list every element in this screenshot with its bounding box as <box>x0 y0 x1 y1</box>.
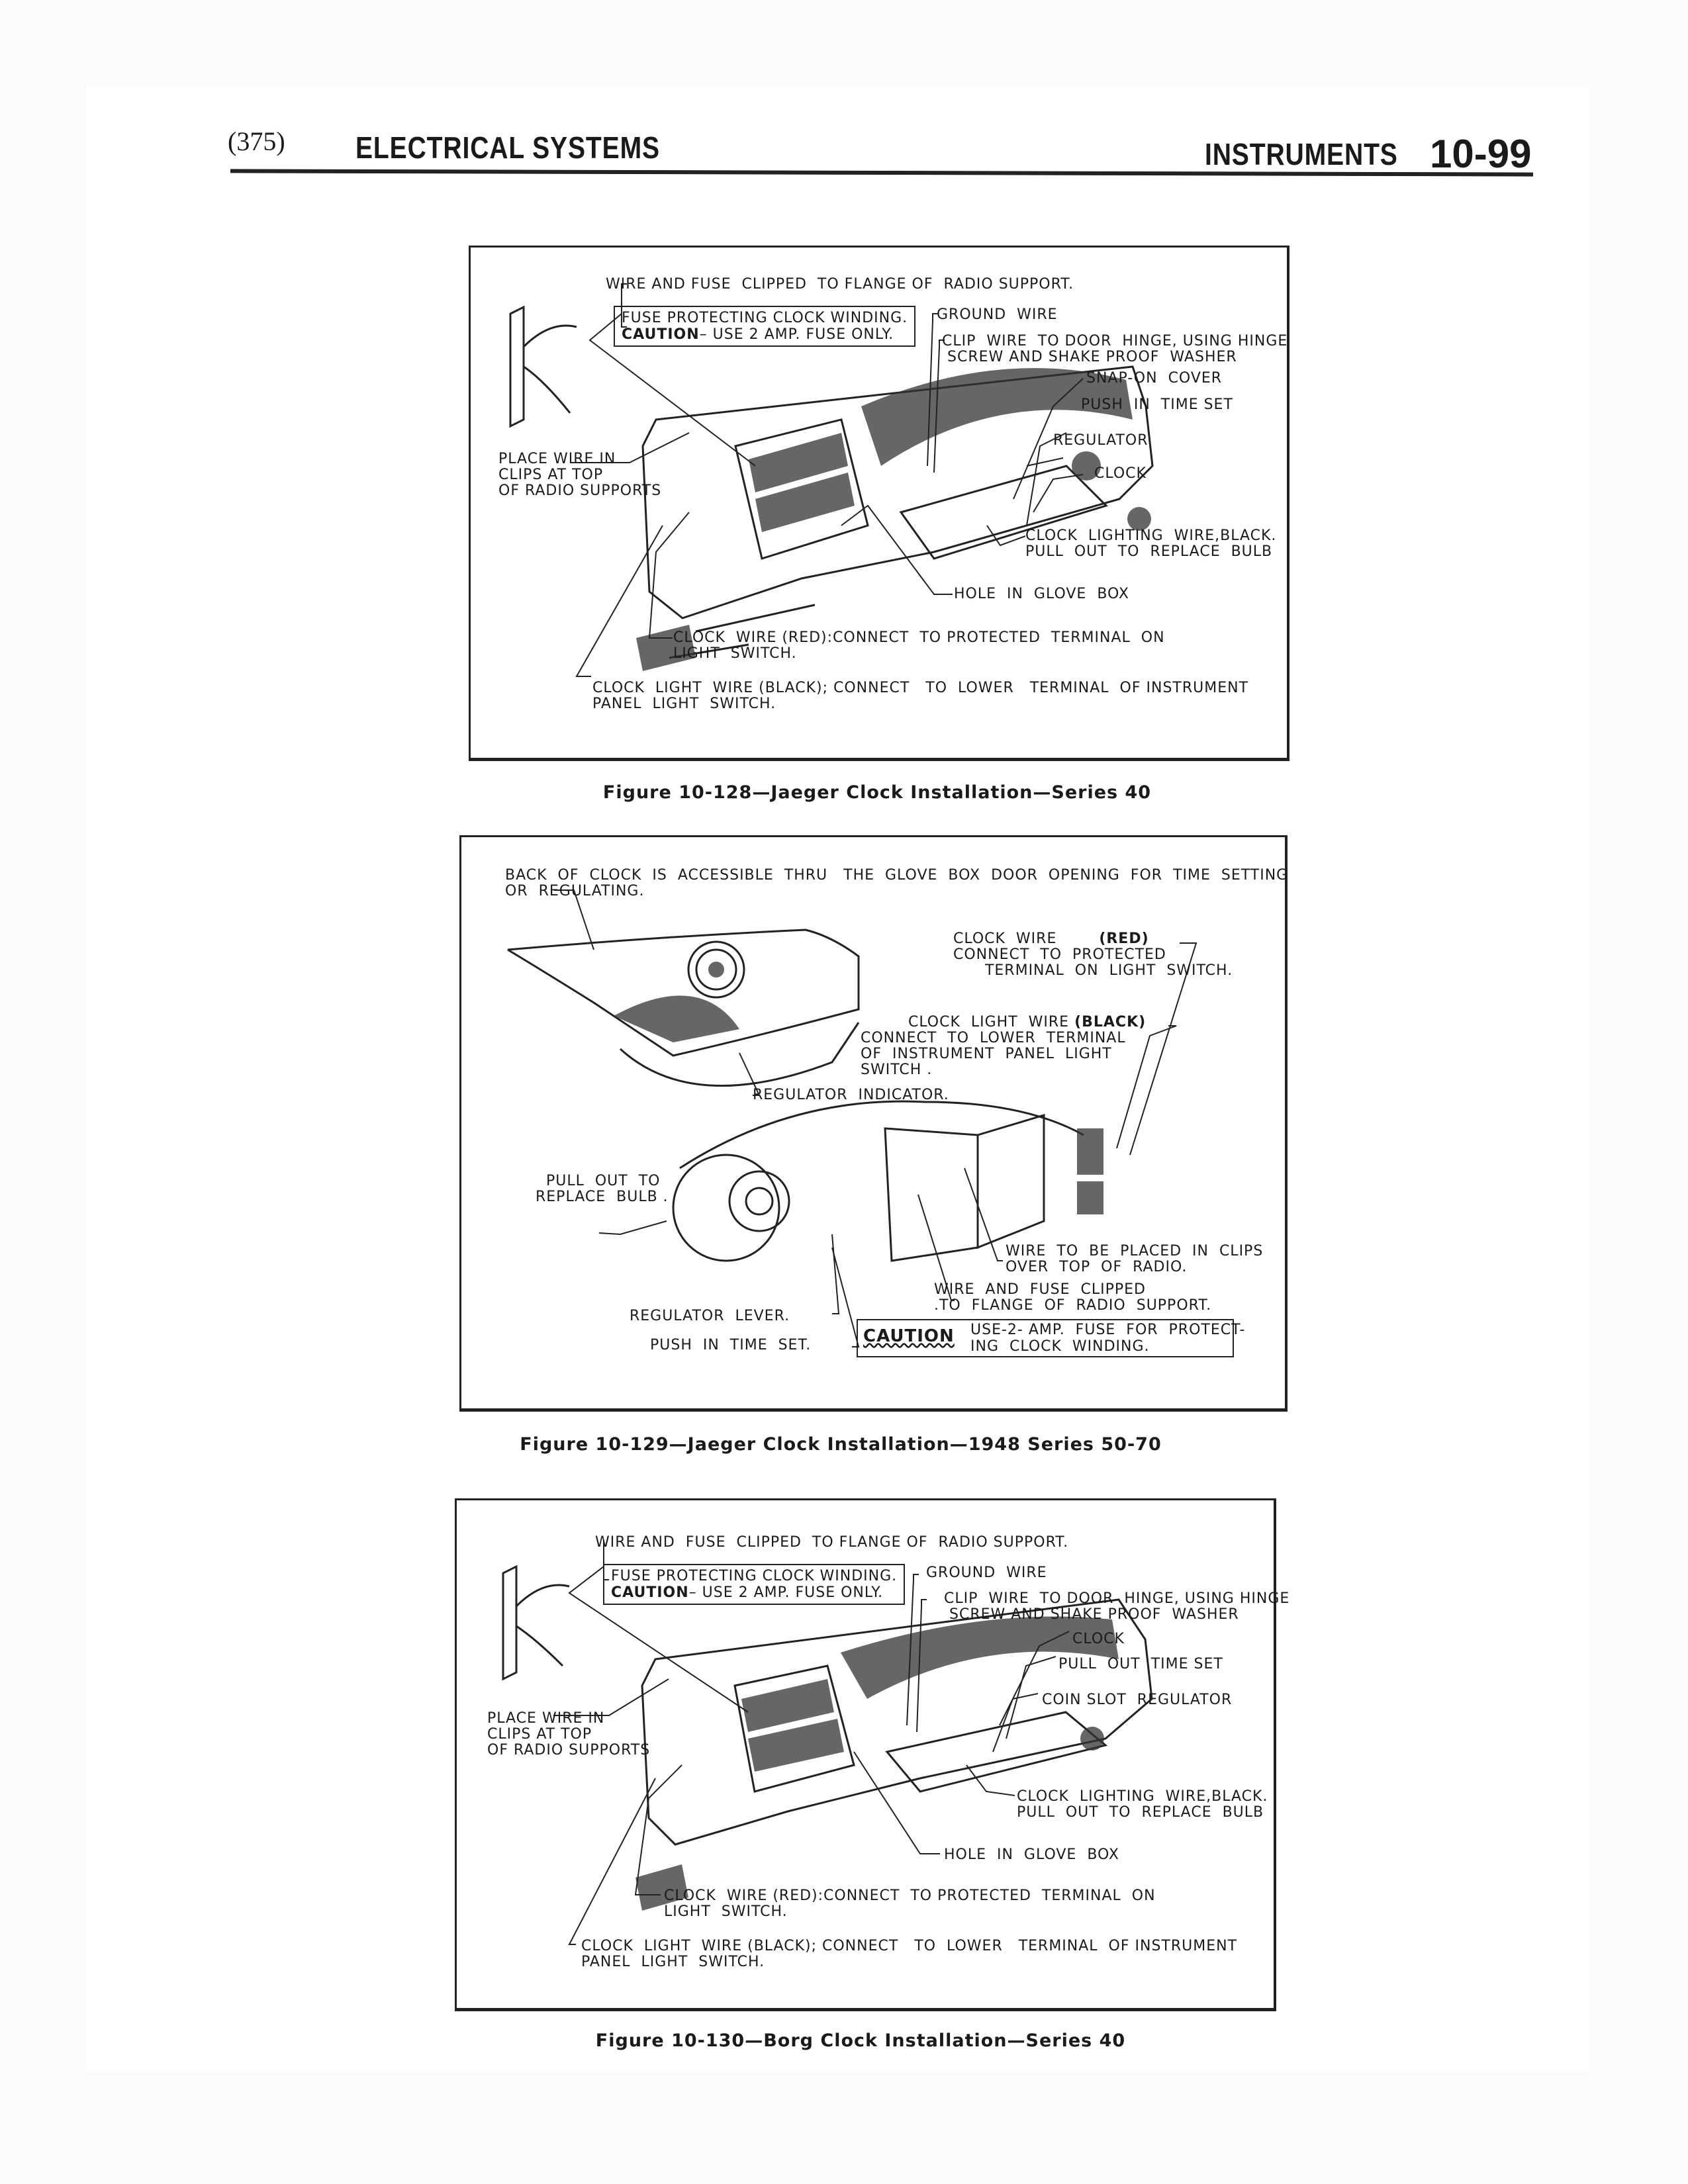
subsection-title: INSTRUMENTS <box>1205 137 1398 171</box>
page-code: 10-99 <box>1430 132 1532 176</box>
label-regulator-lever: REGULATOR LEVER. <box>630 1308 790 1324</box>
fuse-box-line1: FUSE PROTECTING CLOCK WINDING. <box>611 1568 898 1584</box>
dashboard-illustration <box>502 1540 1153 1945</box>
fuse-box-line1: FUSE PROTECTING CLOCK WINDING. <box>622 310 908 326</box>
label-clock-lighting-wire: CLOCK LIGHTING WIRE,BLACK. PULL OUT TO R… <box>1017 1788 1268 1821</box>
clock-wire-body: CONNECT TO PROTECTED TERMINAL ON LIGHT S… <box>953 946 1233 979</box>
fuse-box-caution: CAUTION <box>622 326 700 343</box>
clock-light-wire-color: (BLACK) <box>1074 1014 1147 1030</box>
caution-label: CAUTION <box>863 1326 955 1346</box>
label-wire-fuse: WIRE AND FUSE CLIPPED .TO FLANGE OF RADI… <box>934 1281 1212 1314</box>
label-clip-wire: CLIP WIRE TO DOOR HINGE, USING HINGE SCR… <box>944 1590 1290 1623</box>
dashboard-illustration <box>507 889 1197 1347</box>
label-clock: CLOCK <box>1072 1631 1125 1647</box>
label-clock-wire-red: CLOCK WIRE (RED):CONNECT TO PROTECTED TE… <box>664 1888 1156 1920</box>
page-number: (375) <box>228 126 285 156</box>
figure-10-128: WIRE AND FUSE CLIPPED TO FLANGE OF RADIO… <box>469 246 1289 761</box>
label-hole-glove-box: HOLE IN GLOVE BOX <box>954 586 1130 602</box>
label-coin-slot-regulator: COIN SLOT REGULATOR <box>1042 1692 1233 1708</box>
label-push-in-time-set: PUSH IN TIME SET. <box>650 1337 812 1353</box>
figure-caption: Figure 10-128—Jaeger Clock Installation—… <box>602 782 1152 803</box>
fuse-caution-box: FUSE PROTECTING CLOCK WINDING.CAUTION– U… <box>603 1564 906 1605</box>
label-wire-fuse: WIRE AND FUSE CLIPPED TO FLANGE OF RADIO… <box>595 1534 1069 1551</box>
label-clip-wire: CLIP WIRE TO DOOR HINGE, USING HINGE SCR… <box>942 333 1288 365</box>
label-clock-light-wire-black: CLOCK LIGHT WIRE (BLACK); CONNECT TO LOW… <box>581 1938 1238 1970</box>
label-clock-light-wire-black: CLOCK LIGHT WIRE (BLACK); CONNECT TO LOW… <box>592 680 1249 712</box>
figure-caption: Figure 10-129—Jaeger Clock Installation—… <box>520 1434 1162 1455</box>
fuse-box-caution: CAUTION <box>611 1584 689 1601</box>
label-pull-out-time-set: PULL OUT TIME SET <box>1058 1656 1223 1672</box>
label-place-wire: PLACE WIRE IN CLIPS AT TOP OF RADIO SUPP… <box>498 451 662 499</box>
label-clock-wire-red: CLOCK WIRE (RED):CONNECT TO PROTECTED TE… <box>673 629 1165 662</box>
label-ground-wire: GROUND WIRE <box>926 1565 1047 1581</box>
clock-light-wire-title: CLOCK LIGHT WIRE <box>908 1014 1075 1030</box>
label-clock-wire-red: CLOCK WIRE (RED)CONNECT TO PROTECTED TER… <box>953 931 1233 979</box>
fuse-box-line2: – USE 2 AMP. FUSE ONLY. <box>699 326 894 343</box>
label-ground-wire: GROUND WIRE <box>937 306 1058 323</box>
figure-10-130: WIRE AND FUSE CLIPPED TO FLANGE OF RADIO… <box>455 1498 1289 2011</box>
caution-box: CAUTION USE-2- AMP. FUSE FOR PROTECT- IN… <box>857 1319 1244 1357</box>
label-clock-lighting-wire: CLOCK LIGHTING WIRE,BLACK. PULL OUT TO R… <box>1025 527 1277 560</box>
clock-wire-color: (RED) <box>1099 931 1149 947</box>
section-title: ELECTRICAL SYSTEMS <box>355 130 660 165</box>
dashboard-illustration <box>509 283 1154 677</box>
fuse-box-line2: – USE 2 AMP. FUSE ONLY. <box>688 1584 884 1601</box>
figure-caption: Figure 10-130—Borg Clock Installation—Se… <box>595 2030 1126 2051</box>
label-wire-fuse: WIRE AND FUSE CLIPPED TO FLANGE OF RADIO… <box>606 276 1074 293</box>
label-regulator-indicator: REGULATOR INDICATOR. <box>753 1087 949 1103</box>
clock-wire-title: CLOCK WIRE <box>953 931 1068 947</box>
caution-text: USE-2- AMP. FUSE FOR PROTECT- ING CLOCK … <box>970 1322 1246 1355</box>
label-hole-glove-box: HOLE IN GLOVE BOX <box>944 1846 1120 1863</box>
label-push-in-time-set: PUSH IN TIME SET <box>1081 396 1233 413</box>
label-back-of-clock: BACK OF CLOCK IS ACCESSIBLE THRU THE GLO… <box>505 867 1289 899</box>
label-snap-on-cover: SNAP-ON COVER <box>1086 370 1223 387</box>
label-place-wire: PLACE WIRE IN CLIPS AT TOP OF RADIO SUPP… <box>487 1710 651 1758</box>
label-regulator: REGULATOR <box>1053 432 1149 449</box>
clock-light-wire-body: CONNECT TO LOWER TERMINAL OF INSTRUMENT … <box>861 1030 1126 1078</box>
label-wire-in-clips: WIRE TO BE PLACED IN CLIPS OVER TOP OF R… <box>1006 1243 1264 1275</box>
label-clock-light-wire: CLOCK LIGHT WIRE (BLACK)CONNECT TO LOWER… <box>861 1015 1146 1078</box>
label-clock: CLOCK <box>1094 465 1147 482</box>
figure-10-129: BACK OF CLOCK IS ACCESSIBLE THRU THE GLO… <box>459 835 1288 1412</box>
fuse-caution-box: FUSE PROTECTING CLOCK WINDING.CAUTION– U… <box>614 306 916 347</box>
label-pull-out: PULL OUT TO REPLACE BULB . <box>536 1173 669 1205</box>
